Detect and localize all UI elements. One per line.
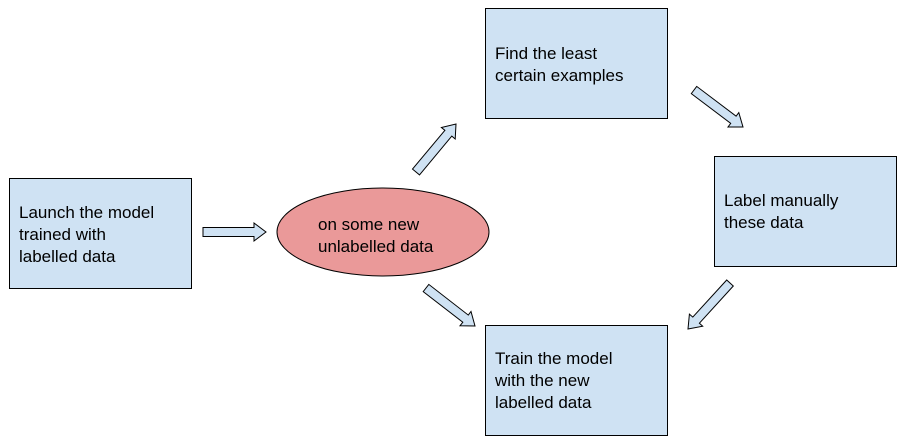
find-examples-line: certain examples — [495, 66, 624, 85]
label-manually-line: Label manually — [724, 191, 839, 210]
find-examples-box — [485, 8, 668, 119]
unlabelled-data-line: unlabelled data — [318, 237, 434, 256]
label-manually-line: these data — [724, 213, 804, 232]
train-model-line: Train the model — [495, 349, 613, 368]
find-examples-text: Find the least certain examples — [495, 43, 624, 87]
launch-model-line: labelled data — [19, 247, 116, 266]
launch-model-text: Launch the model trained with labelled d… — [19, 202, 154, 268]
train-model-line: labelled data — [495, 393, 592, 412]
arrow-find-to-label — [690, 85, 744, 128]
label-manually-box — [714, 156, 897, 267]
unlabelled-data-text: on some new unlabelled data — [318, 214, 433, 258]
arrow-ellipse-to-find — [411, 123, 457, 176]
launch-model-box — [9, 178, 192, 289]
launch-model-line: Launch the model — [19, 203, 155, 222]
train-model-text: Train the model with the new labelled da… — [495, 348, 612, 414]
label-manually-text: Label manually these data — [724, 190, 838, 234]
unlabelled-data-line: on some new — [318, 215, 420, 234]
launch-model-line: trained with — [19, 225, 106, 244]
arrow-label-to-train — [687, 279, 735, 330]
train-model-box — [485, 325, 668, 436]
unlabelled-data-ellipse — [276, 187, 490, 277]
train-model-line: with the new — [495, 371, 590, 390]
arrow-ellipse-to-train — [422, 283, 476, 327]
arrow-launch-to-ellipse — [202, 222, 267, 242]
find-examples-line: Find the least — [495, 44, 598, 63]
